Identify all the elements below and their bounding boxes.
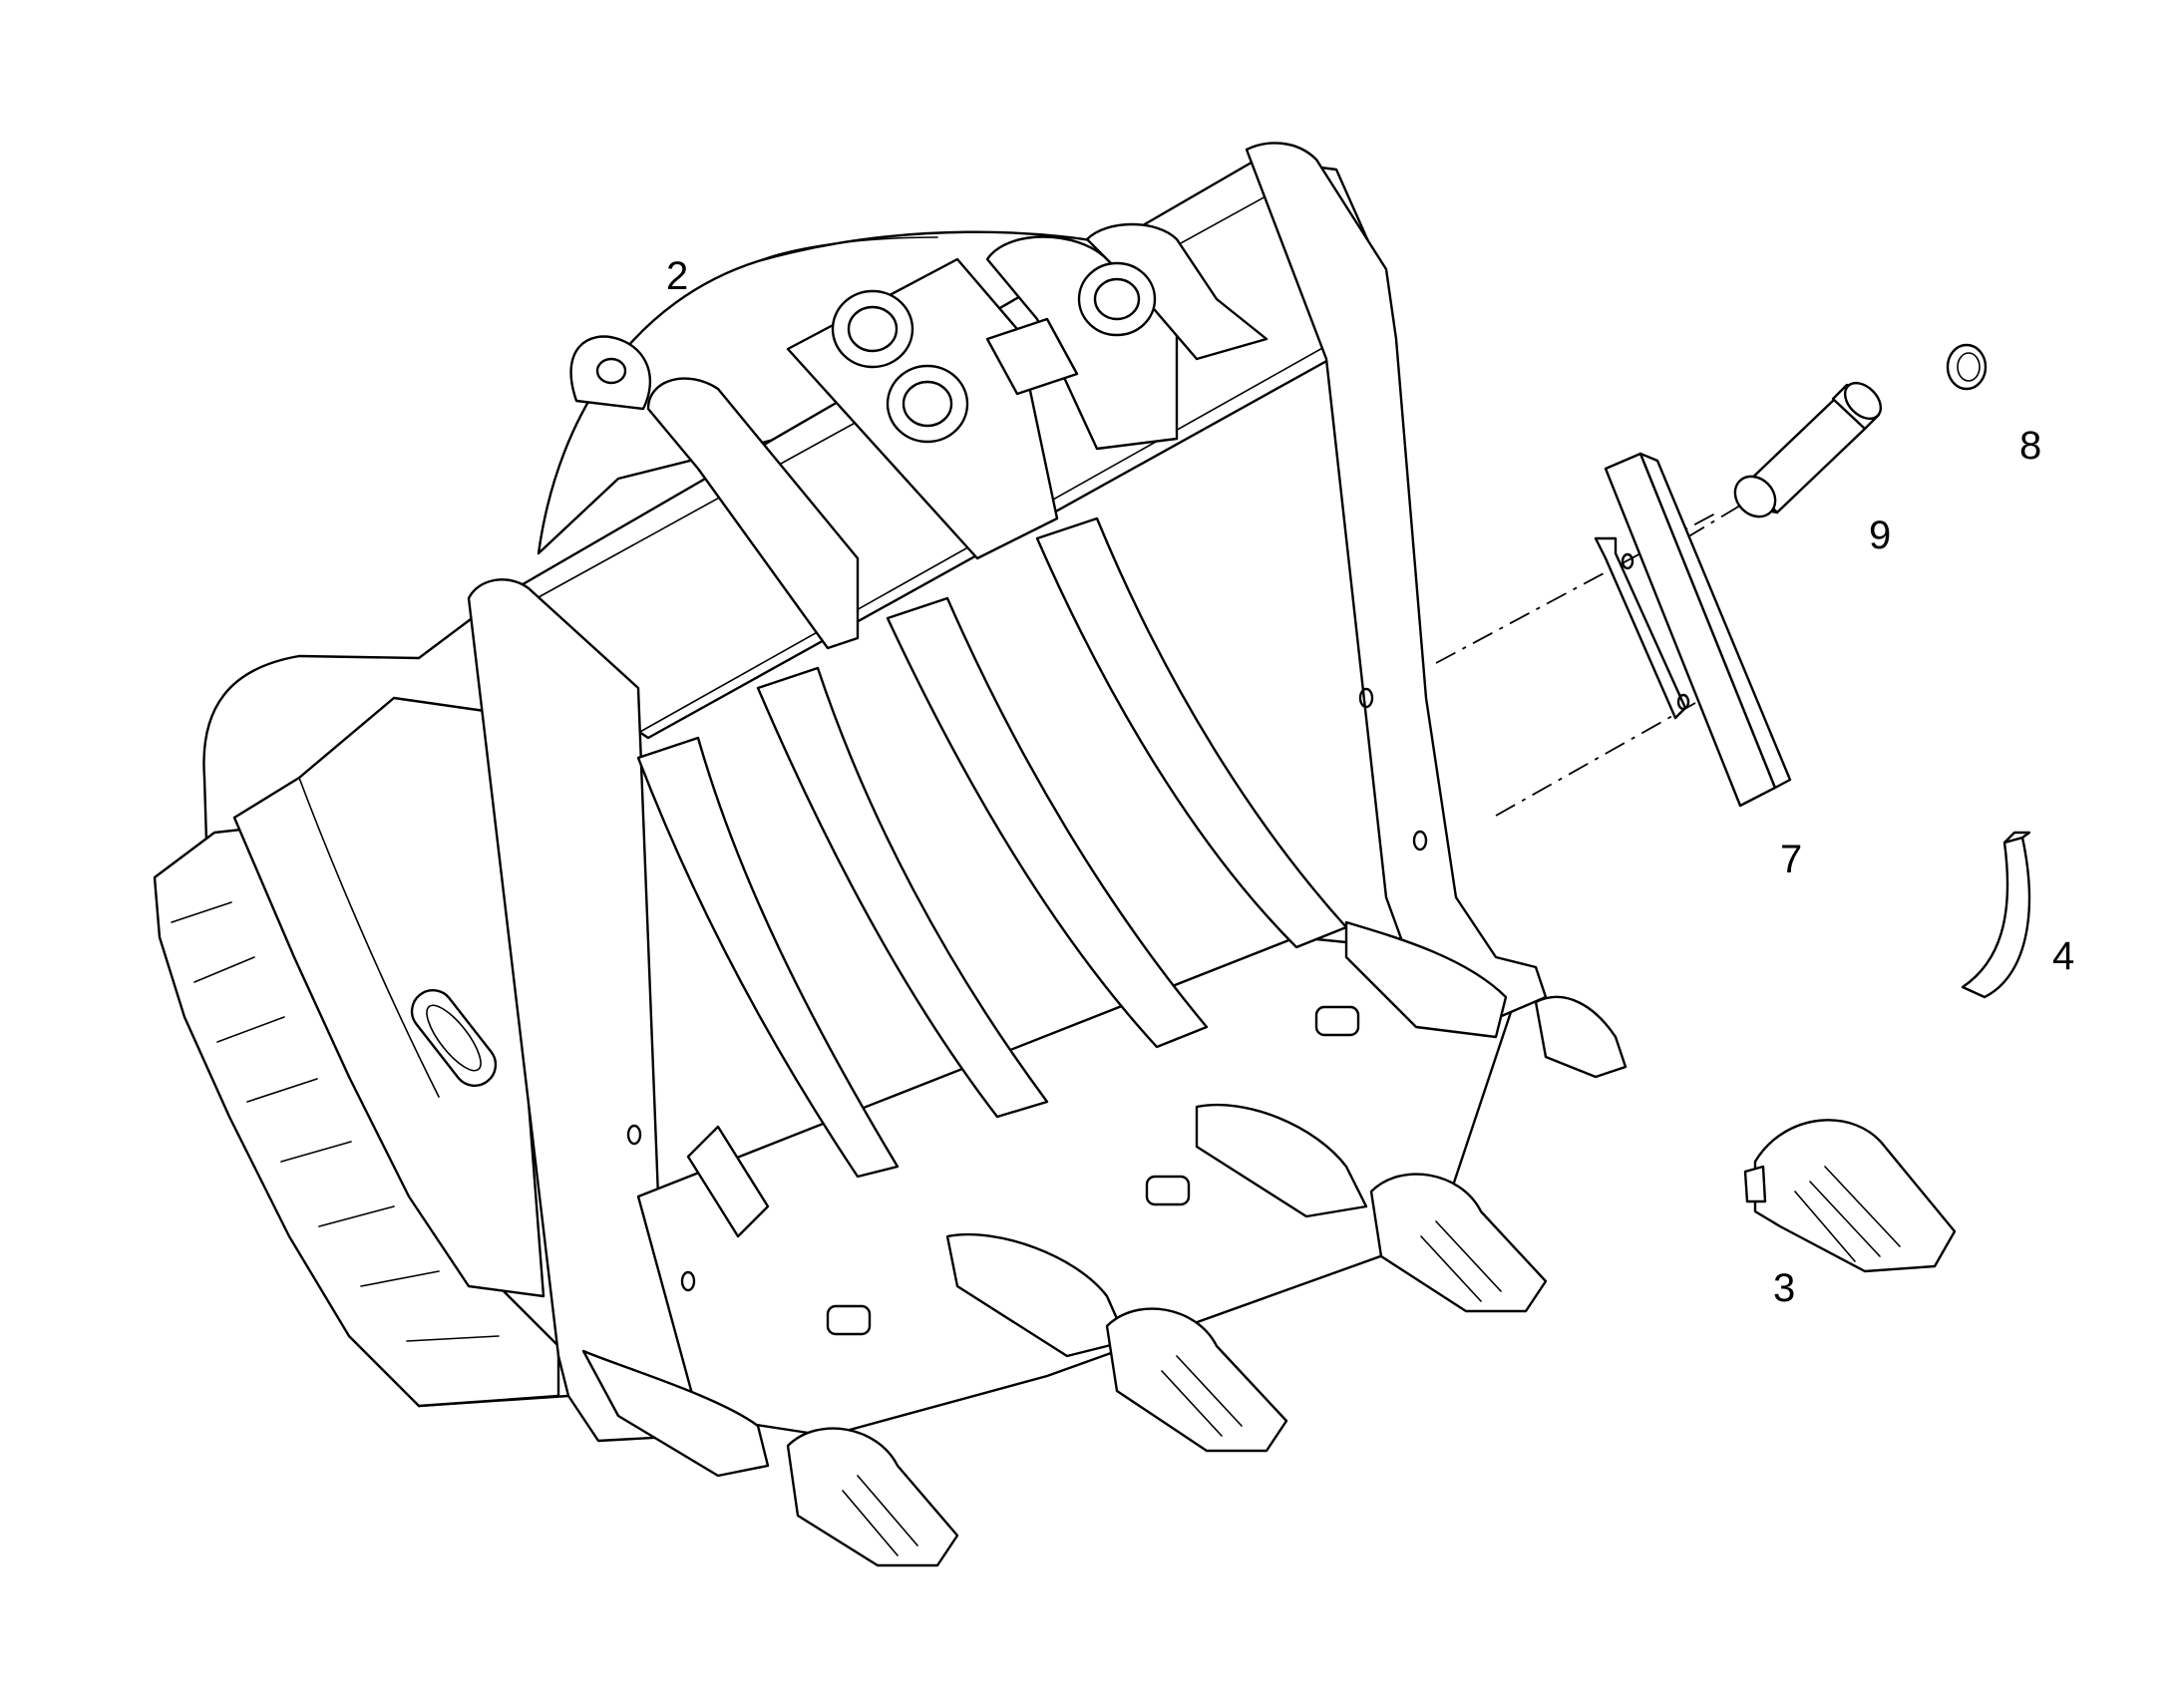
right-side-hole-lower [1412,830,1428,852]
floor-lift-loops [826,1005,1360,1336]
right-side-hole-upper [1358,687,1374,709]
bucket-teeth [786,995,1628,1567]
left-wear-panel [232,696,545,1298]
callout-8: 8 [2019,424,2041,468]
wear-strips [636,516,1348,1238]
callout-2: 2 [666,254,688,298]
part-7-side-cutter [1594,452,1792,808]
part-4-lock-wedge [1961,831,2031,999]
tooth-adapters [581,920,1508,1478]
centerline-lower [1495,702,1696,817]
part-3-tooth [1743,1119,1957,1273]
part-9-pin [1733,381,1883,518]
part-8-retaining-ring [1946,343,1988,391]
bucket-assembly [153,142,1628,1567]
side-slot [410,989,498,1087]
pin-bosses [831,261,1157,444]
left-front-hole-lower [680,1270,696,1292]
left-front-plate [467,578,700,1443]
left-front-hole-upper [626,1124,642,1146]
callout-3: 3 [1773,1266,1795,1310]
lifting-eye [569,335,652,411]
callout-4: 4 [2052,934,2074,978]
callout-9: 9 [1869,513,1891,557]
callout-7: 7 [1780,838,1802,881]
